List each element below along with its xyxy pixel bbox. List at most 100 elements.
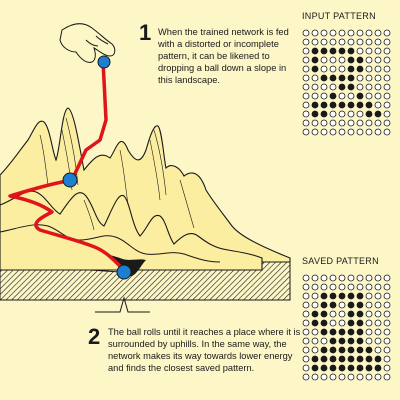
pattern-dot-off	[383, 355, 391, 363]
pattern-dot-off	[347, 38, 355, 46]
pattern-dot-off	[383, 119, 391, 127]
pattern-dot-off	[347, 373, 355, 381]
pattern-dot-off	[383, 65, 391, 73]
pattern-dot-on	[320, 364, 328, 372]
pattern-dot-off	[302, 346, 310, 354]
pattern-dot-off	[347, 283, 355, 291]
pattern-dot-off	[302, 310, 310, 318]
pattern-dot-on	[338, 101, 346, 109]
pattern-dot-off	[365, 128, 373, 136]
pattern-dot-off	[329, 65, 337, 73]
pattern-dot-off	[338, 274, 346, 282]
step-1-number: 1	[139, 20, 152, 45]
pattern-dot-off	[356, 283, 364, 291]
pattern-dot-off	[383, 83, 391, 91]
pattern-dot-off	[311, 119, 319, 127]
pattern-dot-off	[311, 38, 319, 46]
pattern-dot-off	[374, 283, 382, 291]
pattern-dot-on	[356, 92, 364, 100]
pattern-dot-off	[383, 38, 391, 46]
pattern-dot-on	[329, 47, 337, 55]
pattern-dot-off	[338, 319, 346, 327]
pattern-dot-off	[338, 301, 346, 309]
pattern-dot-off	[302, 83, 310, 91]
pattern-dot-on	[311, 319, 319, 327]
pattern-dot-off	[374, 346, 382, 354]
pattern-dot-off	[338, 92, 346, 100]
pattern-dot-off	[365, 310, 373, 318]
pattern-dot-on	[329, 346, 337, 354]
pattern-dot-off	[329, 56, 337, 64]
ball-end	[116, 264, 132, 280]
pattern-dot-off	[311, 274, 319, 282]
pattern-dot-on	[356, 355, 364, 363]
pattern-dot-off	[383, 274, 391, 282]
pattern-dot-off	[329, 283, 337, 291]
pattern-dot-off	[365, 319, 373, 327]
pattern-dot-off	[383, 92, 391, 100]
pattern-dot-off	[356, 74, 364, 82]
pattern-dot-on	[320, 355, 328, 363]
pattern-dot-off	[311, 346, 319, 354]
contour-lines	[39, 117, 195, 231]
pattern-dot-off	[302, 328, 310, 336]
hand-icon	[59, 23, 116, 63]
step-2-caption: The ball rolls until it reaches a place …	[108, 327, 301, 373]
input-pattern-title: INPUT PATTERN	[302, 11, 376, 21]
pattern-dot-off	[302, 292, 310, 300]
pattern-dot-off	[338, 373, 346, 381]
pattern-dot-off	[338, 65, 346, 73]
pattern-dot-off	[347, 29, 355, 37]
pattern-dot-off	[356, 128, 364, 136]
pattern-dot-on	[320, 101, 328, 109]
pattern-dot-off	[383, 292, 391, 300]
pattern-dot-off	[383, 310, 391, 318]
pattern-dot-off	[302, 47, 310, 55]
pattern-dot-on	[347, 65, 355, 73]
pattern-dot-off	[356, 373, 364, 381]
pattern-dot-off	[383, 337, 391, 345]
pattern-dot-on	[347, 337, 355, 345]
pattern-dot-on	[356, 364, 364, 372]
pattern-dot-on	[320, 110, 328, 118]
pattern-dot-off	[365, 56, 373, 64]
pattern-dot-on	[338, 355, 346, 363]
input-pattern-grid	[302, 29, 391, 136]
pattern-dot-on	[320, 346, 328, 354]
pattern-dot-on	[320, 74, 328, 82]
pattern-dot-off	[329, 373, 337, 381]
pattern-dot-on	[311, 355, 319, 363]
pattern-dot-off	[374, 328, 382, 336]
pattern-dot-on	[329, 355, 337, 363]
pattern-dot-off	[365, 274, 373, 282]
pattern-dot-off	[374, 65, 382, 73]
pattern-dot-off	[338, 38, 346, 46]
pattern-dot-on	[320, 292, 328, 300]
pattern-dot-off	[338, 110, 346, 118]
pattern-dot-off	[383, 110, 391, 118]
pattern-dot-off	[356, 38, 364, 46]
ball-start	[97, 55, 111, 69]
pattern-dot-off	[347, 119, 355, 127]
pattern-dot-on	[374, 364, 382, 372]
saved-pattern-grid	[302, 274, 391, 381]
pattern-dot-off	[374, 292, 382, 300]
pattern-dot-off	[374, 92, 382, 100]
pattern-dot-off	[329, 83, 337, 91]
pattern-dot-off	[374, 128, 382, 136]
pattern-dot-off	[302, 274, 310, 282]
pattern-dot-on	[356, 337, 364, 345]
pattern-dot-off	[365, 292, 373, 300]
pattern-dot-on	[374, 355, 382, 363]
pattern-dot-off	[329, 119, 337, 127]
pattern-dot-off	[383, 29, 391, 37]
pattern-dot-on	[329, 101, 337, 109]
pattern-dot-off	[320, 283, 328, 291]
pattern-dot-on	[356, 319, 364, 327]
pattern-dot-on	[320, 328, 328, 336]
pattern-dot-on	[356, 310, 364, 318]
pattern-dot-off	[383, 301, 391, 309]
pattern-dot-off	[302, 110, 310, 118]
pattern-dot-off	[302, 355, 310, 363]
pattern-dot-off	[365, 47, 373, 55]
